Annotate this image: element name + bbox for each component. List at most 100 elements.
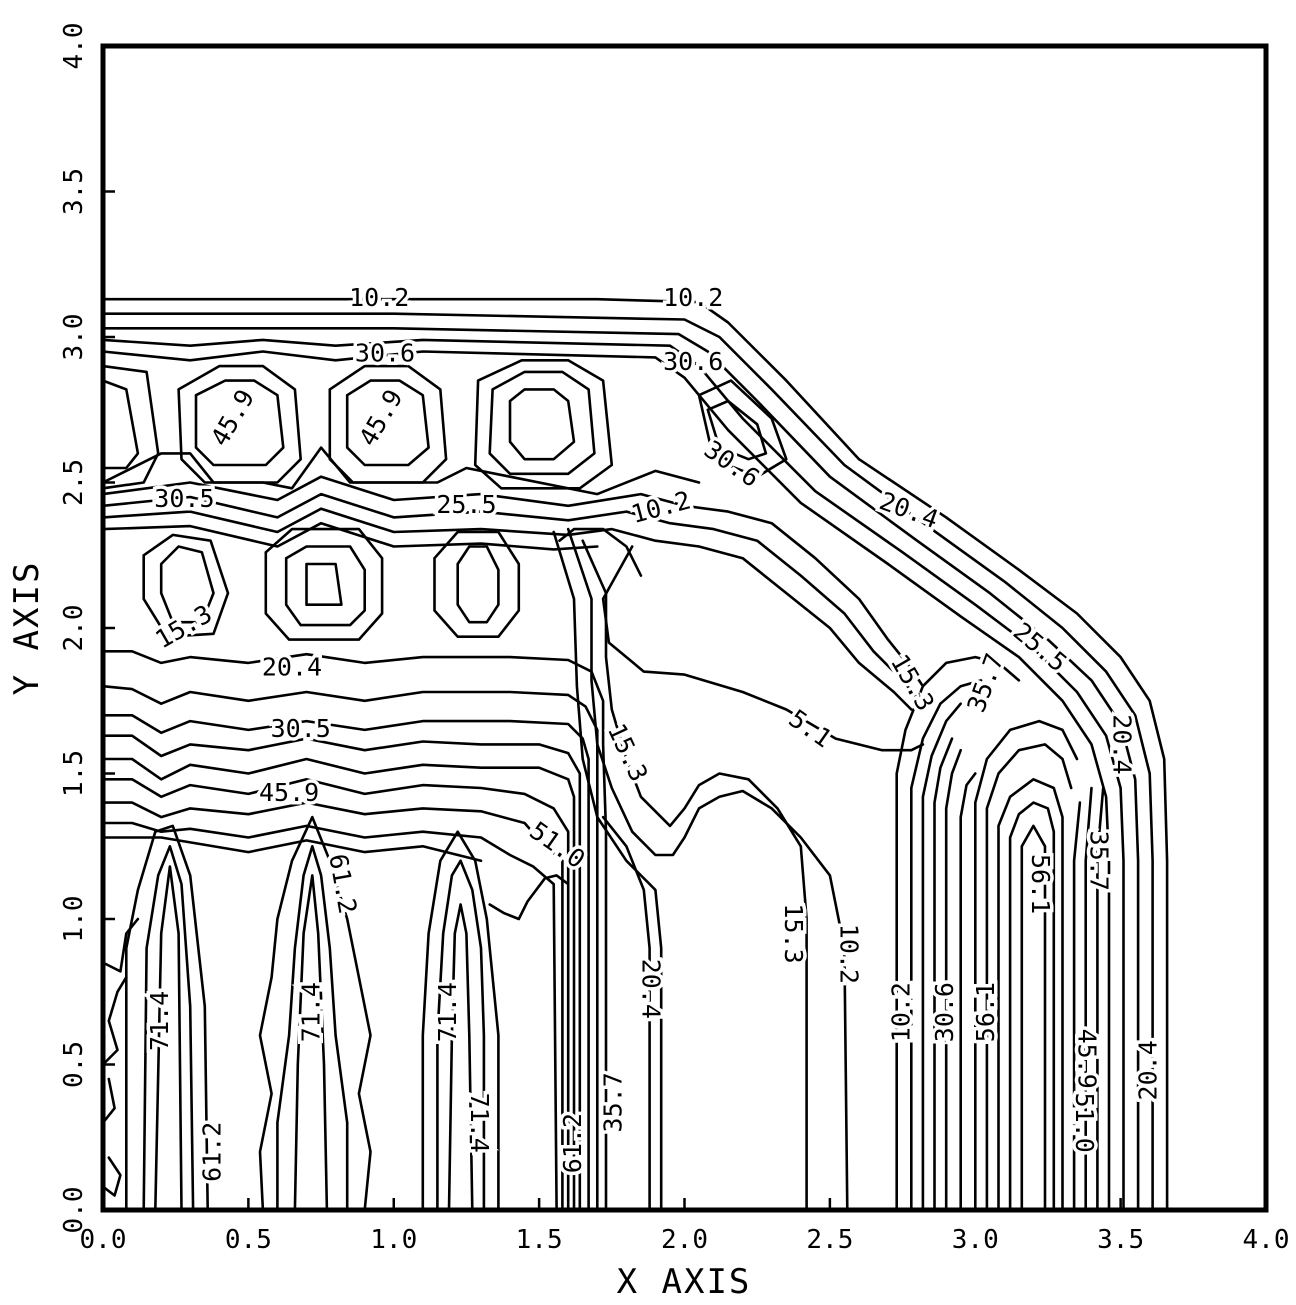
contour-line-29 bbox=[101, 649, 608, 1212]
y-tick-label: 1.5 bbox=[59, 750, 89, 797]
contour-label-25: 15.3 bbox=[779, 903, 808, 963]
contour-label-9: 10.2 bbox=[628, 485, 694, 529]
contour-label-27: 20.4 bbox=[637, 959, 666, 1019]
contour-line-66 bbox=[1096, 786, 1105, 1212]
contour-line-54 bbox=[909, 679, 983, 1212]
contour-line-37 bbox=[101, 836, 483, 863]
contour-line-39 bbox=[142, 844, 195, 1212]
y-tick-label: 4.0 bbox=[59, 23, 89, 70]
contour-line-21 bbox=[159, 545, 215, 624]
contour-label-37: 35.7 bbox=[599, 1072, 628, 1132]
contour-line-61 bbox=[997, 777, 1064, 1212]
x-tick-label: 0.0 bbox=[80, 1225, 127, 1255]
contour-label-14: 15.3 bbox=[885, 649, 940, 716]
contour-line-30 bbox=[101, 684, 599, 1212]
x-tick-label: 2.0 bbox=[661, 1225, 708, 1255]
contour-line-20 bbox=[101, 521, 599, 551]
contour-line-60 bbox=[985, 743, 1073, 1212]
contour-line-52 bbox=[601, 815, 651, 1212]
contour-line-26 bbox=[456, 545, 500, 624]
contour-line-58 bbox=[959, 772, 977, 1212]
contour-line-32 bbox=[101, 734, 582, 1212]
contour-label-8: 25.5 bbox=[436, 490, 496, 519]
contour-line-49 bbox=[581, 539, 808, 1212]
y-tick-label: 2.5 bbox=[59, 459, 89, 506]
contour-label-32: 30.6 bbox=[930, 982, 959, 1042]
contour-label-39: 61.2 bbox=[558, 1113, 587, 1173]
contour-line-25 bbox=[264, 527, 384, 641]
contour-line-42 bbox=[276, 844, 349, 1212]
contour-line-55 bbox=[921, 702, 963, 1212]
contour-line-63 bbox=[1020, 824, 1047, 1212]
y-tick-label: 3.5 bbox=[59, 168, 89, 215]
x-tick-label: 1.0 bbox=[370, 1225, 417, 1255]
contour-label-30: 71.4 bbox=[433, 982, 462, 1042]
contour-line-11 bbox=[508, 388, 576, 461]
contour-label-7: 30.5 bbox=[154, 484, 214, 513]
y-tick-label: 0.0 bbox=[59, 1187, 89, 1234]
contour-line-4 bbox=[101, 350, 1111, 1212]
contour-line-53 bbox=[895, 655, 1021, 1212]
contour-line-56 bbox=[933, 737, 954, 1212]
contour-label-23: 61.2 bbox=[323, 852, 362, 916]
contour-label-24: 56.1 bbox=[1026, 854, 1055, 914]
contour-line-68 bbox=[101, 975, 128, 1066]
x-tick-label: 4.0 bbox=[1243, 1225, 1290, 1255]
contour-line-27 bbox=[433, 530, 521, 639]
contour-line-36 bbox=[101, 821, 558, 1212]
axis-ticks bbox=[101, 44, 1268, 1212]
contour-line-8 bbox=[177, 364, 303, 484]
contour-line-62 bbox=[1008, 801, 1056, 1212]
contour-line-35 bbox=[101, 801, 564, 1212]
contour-line-14 bbox=[706, 399, 768, 461]
x-axis-title: X AXIS bbox=[617, 1262, 752, 1302]
contour-label-2: 30.6 bbox=[355, 338, 415, 367]
contour-line-43 bbox=[293, 874, 329, 1212]
y-tick-label: 0.5 bbox=[59, 1041, 89, 1088]
contour-line-40 bbox=[154, 865, 183, 1212]
contour-label-35: 20.4 bbox=[1134, 1040, 1163, 1100]
x-tick-label: 1.5 bbox=[516, 1225, 563, 1255]
y-tick-label: 1.0 bbox=[59, 896, 89, 943]
contour-line-16 bbox=[101, 446, 701, 496]
contour-line-38 bbox=[125, 824, 209, 1212]
contour-line-23 bbox=[305, 562, 343, 607]
contour-line-34 bbox=[101, 777, 570, 1212]
contour-label-5: 45.9 bbox=[353, 384, 408, 451]
contour-line-24 bbox=[284, 545, 367, 627]
contour-line-18 bbox=[101, 492, 919, 700]
contour-label-28: 71.4 bbox=[145, 991, 174, 1051]
contour-line-5 bbox=[101, 379, 140, 470]
contour-label-0: 10.2 bbox=[349, 283, 409, 312]
contour-label-13: 20.4 bbox=[262, 653, 322, 682]
contour-line-48 bbox=[601, 545, 925, 752]
contour-label-20: 45.9 bbox=[259, 778, 319, 807]
contour-line-12 bbox=[488, 370, 596, 476]
contour-line-22 bbox=[142, 533, 230, 639]
contour-label-22: 35.7 bbox=[1084, 831, 1113, 891]
x-tick-label: 3.5 bbox=[1097, 1225, 1144, 1255]
contour-label-6: 30.6 bbox=[699, 435, 765, 493]
contour-line-50 bbox=[566, 527, 849, 1212]
contour-label-18: 20.4 bbox=[1108, 714, 1137, 774]
contour-label-29: 71.4 bbox=[296, 982, 325, 1042]
contour-line-65 bbox=[1084, 786, 1093, 1212]
contour-line-3 bbox=[101, 338, 1125, 1212]
contour-line-19 bbox=[101, 507, 913, 711]
y-tick-labels: 0.0 0.5 1.0 1.5 2.0 2.5 3.0 3.5 4.0 bbox=[59, 23, 89, 1234]
contour-label-12: 25.5 bbox=[1008, 617, 1073, 678]
contour-line-69 bbox=[101, 1077, 116, 1124]
contour-lines bbox=[101, 297, 1169, 1212]
contour-label-38: 71.4 bbox=[465, 1093, 494, 1153]
contour-label-17: 30.5 bbox=[271, 714, 331, 743]
contour-line-41 bbox=[258, 815, 372, 1212]
contour-line-31 bbox=[101, 713, 590, 1212]
contour-line-17 bbox=[101, 475, 925, 688]
y-tick-label: 2.0 bbox=[59, 605, 89, 652]
y-tick-label: 3.0 bbox=[59, 314, 89, 361]
contour-label-26: 10.2 bbox=[834, 924, 863, 984]
contour-line-59 bbox=[973, 719, 1079, 1212]
contour-line-2 bbox=[101, 326, 1140, 1212]
